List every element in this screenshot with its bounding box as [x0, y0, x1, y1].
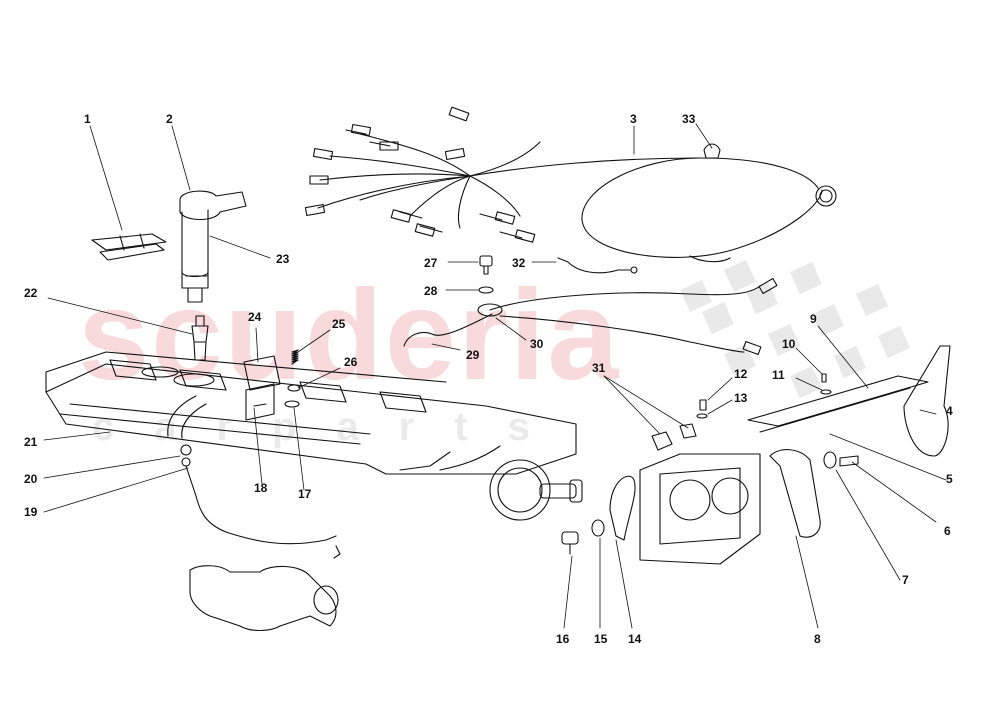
callout-30: 30: [530, 337, 544, 351]
part-12-screw[interactable]: [699, 399, 707, 411]
timing-gear: [489, 459, 583, 521]
part-31-sensor[interactable]: [651, 423, 697, 451]
part-14-gasket[interactable]: [609, 475, 636, 541]
checkered-flag-watermark: [680, 260, 910, 398]
callout-13: 13: [734, 391, 748, 405]
callout-24: 24: [248, 310, 262, 324]
callout-5: 5: [946, 472, 953, 486]
callout-32: 32: [512, 256, 526, 270]
part-7-washer[interactable]: [823, 451, 837, 469]
part-1-clip[interactable]: [91, 233, 167, 261]
part-15-washer[interactable]: [591, 519, 605, 537]
callout-1: 1: [84, 112, 91, 126]
callout-21: 21: [24, 435, 38, 449]
callout-11: 11: [772, 368, 785, 382]
callout-27: 27: [424, 256, 438, 270]
callout-16: 16: [556, 632, 570, 646]
callout-18: 18: [254, 481, 268, 495]
part-32-sensor-lead[interactable]: [557, 257, 638, 274]
callout-17: 17: [298, 487, 312, 501]
callout-2: 2: [166, 112, 173, 126]
callout-23: 23: [276, 252, 290, 266]
callout-22: 22: [24, 286, 38, 300]
manifold-assembly: [45, 351, 577, 475]
part-16-bolt[interactable]: [561, 531, 579, 555]
callout-26: 26: [344, 355, 358, 369]
part-28-washer[interactable]: [478, 286, 494, 294]
part-9-bracket[interactable]: [747, 375, 929, 433]
callout-25: 25: [332, 317, 346, 331]
part-17-washer[interactable]: [284, 400, 300, 408]
part-10-screw[interactable]: [821, 373, 827, 383]
intake-duct: [189, 565, 339, 632]
part-19-sensor-cable[interactable]: [185, 465, 341, 559]
part-24-sensor-housing[interactable]: [243, 355, 281, 421]
part-5-bolt[interactable]: [839, 455, 859, 467]
part-21-hose[interactable]: [167, 395, 207, 439]
callout-15: 15: [594, 632, 608, 646]
part-2-ignition-coil[interactable]: [179, 190, 247, 303]
part-29-30-ground-cable[interactable]: [403, 277, 778, 356]
callout-8: 8: [814, 632, 821, 646]
callout-14: 14: [628, 632, 642, 646]
callout-33: 33: [682, 112, 696, 126]
part-22-spark-plug[interactable]: [191, 315, 209, 361]
callout-12: 12: [734, 367, 748, 381]
callout-20: 20: [24, 472, 38, 486]
part-25-spring[interactable]: [291, 349, 299, 365]
callout-28: 28: [424, 284, 438, 298]
part-3-wiring-harness[interactable]: [304, 106, 837, 263]
callout-6: 6: [944, 524, 951, 538]
callout-31: 31: [592, 361, 606, 375]
callout-29: 29: [466, 348, 480, 362]
callout-10: 10: [782, 337, 796, 351]
part-20-fitting[interactable]: [180, 444, 192, 467]
part-27-bolt[interactable]: [479, 255, 493, 275]
part-4-plate[interactable]: [903, 345, 951, 457]
part-8-lever[interactable]: [769, 449, 821, 538]
part-13-washer[interactable]: [696, 413, 708, 419]
throttle-body: [639, 453, 761, 565]
part-33-clip[interactable]: [703, 143, 721, 159]
callout-4: 4: [946, 404, 953, 418]
callout-19: 19: [24, 505, 38, 519]
leader-lines: [43, 123, 947, 629]
callout-7: 7: [902, 573, 909, 587]
callout-3: 3: [630, 112, 637, 126]
callout-9: 9: [810, 312, 817, 326]
part-11-washer[interactable]: [820, 389, 832, 395]
part-26-nut[interactable]: [287, 384, 301, 392]
